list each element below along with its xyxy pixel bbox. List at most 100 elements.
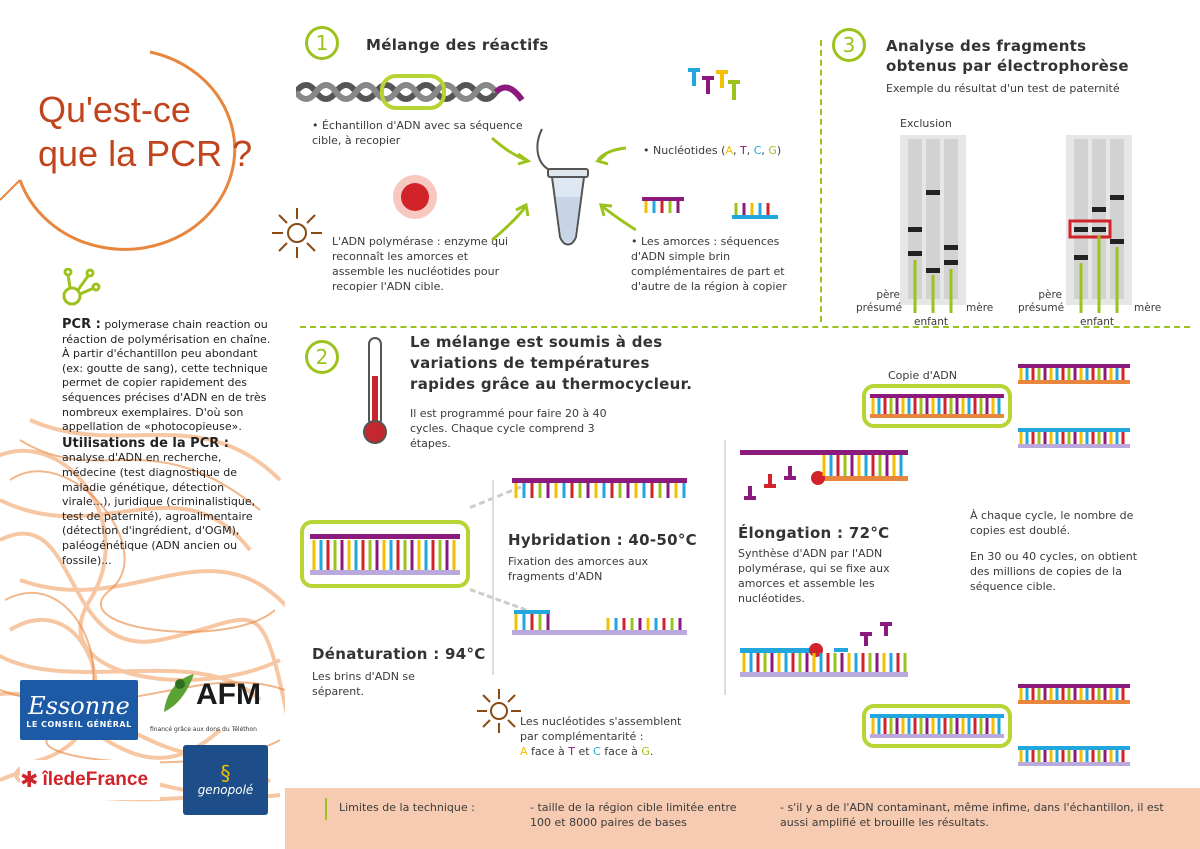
denaturation-strands	[310, 534, 460, 575]
hybridization-desc: Fixation des amorces aux fragments d'ADN	[508, 555, 649, 583]
thermometer-icon	[363, 337, 387, 444]
nuc-t: T	[739, 144, 747, 157]
afm-leaf-icon	[164, 674, 194, 712]
enzyme-sun-icon	[272, 208, 322, 258]
copy-strand-bottom	[870, 714, 1004, 738]
dna-sample-label: • Échantillon d'ADN avec sa séquence cib…	[312, 119, 523, 147]
molecule-icon	[62, 268, 101, 306]
copy-strand-1	[1018, 364, 1130, 384]
pair-a: A	[520, 745, 528, 758]
doubling-text-1: À chaque cycle, le nombre de copies est …	[970, 509, 1134, 537]
copy-strand-4	[1018, 746, 1130, 766]
step-1-title: Mélange des réactifs	[366, 36, 549, 54]
essonne-logo-sub: LE CONSEIL GÉNÉRAL	[26, 719, 132, 729]
step-2-number: 2	[305, 340, 339, 374]
pairing-sun-icon	[477, 689, 521, 733]
nuc-c: C	[753, 144, 762, 157]
idf-star-icon: ✱	[20, 767, 39, 793]
idf-logo-text: îledeFrance	[42, 769, 149, 790]
genopole-logo: § genopolé	[183, 745, 268, 815]
separator-vertical	[820, 40, 822, 322]
hybridization-top-strand	[512, 478, 687, 498]
elongation-divider	[724, 440, 726, 695]
genopole-logo-text: genopolé	[197, 783, 254, 797]
title-line-2: que la PCR ?	[38, 133, 253, 174]
sidebar: Qu'est-ce que la PCR ? PCR : polymerase …	[0, 0, 285, 849]
nucleotides-label: • Nucléotides (A, T, C, G)	[643, 144, 782, 157]
title-circle	[0, 50, 237, 251]
pcr-label: PCR :	[62, 317, 101, 332]
elongation-title: Élongation : 72°C	[738, 524, 890, 542]
tube-arrows	[491, 136, 636, 242]
separator-horizontal	[300, 326, 1190, 328]
step-1-number: 1	[305, 26, 339, 60]
pcr-definition: polymerase chain reaction ou réaction de…	[62, 318, 271, 434]
mother-label-2: mère	[1134, 302, 1162, 314]
father-label-2: père présumé	[1018, 289, 1065, 314]
elongation-bottom-illustration	[740, 622, 908, 677]
step-3-subtitle: Exemple du résultat d'un test de paterni…	[886, 82, 1120, 95]
title-line-1: Qu'est-ce	[38, 89, 191, 130]
denaturation-desc: Les brins d'ADN se séparent.	[312, 670, 415, 698]
copy-strand-2	[1018, 428, 1130, 448]
uses-text: analyse d'ADN en recherche, médecine (te…	[62, 451, 256, 567]
copy-strand-top	[870, 394, 1004, 418]
pair-g: G	[641, 745, 650, 758]
primers-icon	[642, 197, 778, 219]
mother-label-1: mère	[966, 302, 994, 314]
limits-bar: Limites de la technique : - taille de la…	[285, 788, 1200, 849]
copy-label: Copie d'ADN	[888, 369, 957, 382]
father-label-1: père présumé	[856, 289, 903, 314]
step-3-title: Analyse des fragments obtenus par électr…	[886, 36, 1129, 76]
pairing-text: Les nucléotides s'assemblent par complém…	[520, 714, 730, 759]
sidebar-text: PCR : polymerase chain reaction ou réact…	[62, 317, 272, 568]
child-label-1: enfant	[914, 316, 949, 328]
child-label-2: enfant	[1080, 316, 1115, 328]
pair-and: et	[578, 745, 590, 758]
pcr-tube-icon	[536, 128, 589, 246]
afm-logo: AFM financé grâce aux dons du Téléthon	[150, 670, 280, 740]
nucleotides-suffix: )	[776, 144, 782, 157]
dna-helix-illustration	[296, 74, 525, 110]
limits-item-1: - taille de la région cible limitée entr…	[530, 801, 737, 829]
elongation-top-illustration	[740, 450, 908, 500]
copy-strand-3	[1018, 684, 1130, 704]
uses-label: Utilisations de la PCR :	[62, 435, 229, 451]
limits-marker	[325, 798, 327, 820]
hybridization-title: Hybridation : 40-50°C	[508, 531, 697, 549]
nucleotides-icon	[688, 68, 740, 100]
polymerase-label: L'ADN polymérase : enzyme qui reconnaît …	[332, 235, 509, 293]
idf-logo: ✱ îledeFrance	[20, 760, 160, 800]
pairing-line-1: Les nucléotides s'assemblent	[520, 715, 682, 728]
step-3-title-line-2: obtenus par électrophorèse	[886, 57, 1129, 75]
essonne-logo: Essonne LE CONSEIL GÉNÉRAL	[20, 680, 138, 740]
step-2-title: Le mélange est soumis à des variations d…	[410, 333, 693, 393]
pair-mid-2: face à	[604, 745, 638, 758]
pair-c: C	[593, 745, 601, 758]
denaturation-title: Dénaturation : 94°C	[312, 645, 486, 663]
nuc-g: G	[768, 144, 777, 157]
nucleotides-prefix: • Nucléotides (	[643, 144, 726, 157]
gel-exclusion	[900, 135, 966, 313]
hybridization-bottom-strand	[512, 610, 687, 635]
afm-logo-sub: financé grâce aux dons du Téléthon	[150, 726, 257, 733]
afm-logo-text: AFM	[196, 678, 261, 711]
elongation-desc: Synthèse d'ADN par l'ADN polymérase, qui…	[738, 547, 890, 605]
pair-mid-1: face à	[531, 745, 565, 758]
step-2-desc: Il est programmé pour faire 20 à 40 cycl…	[410, 407, 607, 450]
dna-helix-icon: §	[220, 761, 231, 785]
primers-label: • Les amorces : séquences d'ADN simple b…	[631, 235, 787, 293]
essonne-logo-script: Essonne	[28, 691, 130, 720]
polymerase-enzyme-icon	[393, 175, 437, 219]
gel-inclusion	[1066, 135, 1132, 313]
limits-label: Limites de la technique :	[339, 801, 475, 814]
pair-t: T	[568, 745, 575, 758]
hybridization-divider	[492, 480, 494, 675]
page-title: Qu'est-ce que la PCR ?	[38, 88, 252, 176]
limits-item-2: - s'il y a de l'ADN contaminant, même in…	[780, 801, 1164, 829]
orange-swirl-decoration	[0, 418, 285, 802]
step-3-title-line-1: Analyse des fragments	[886, 37, 1087, 55]
exclusion-label: Exclusion	[900, 117, 952, 130]
step-3-number: 3	[832, 28, 866, 62]
doubling-text-2: En 30 ou 40 cycles, on obtient des milli…	[970, 550, 1138, 593]
